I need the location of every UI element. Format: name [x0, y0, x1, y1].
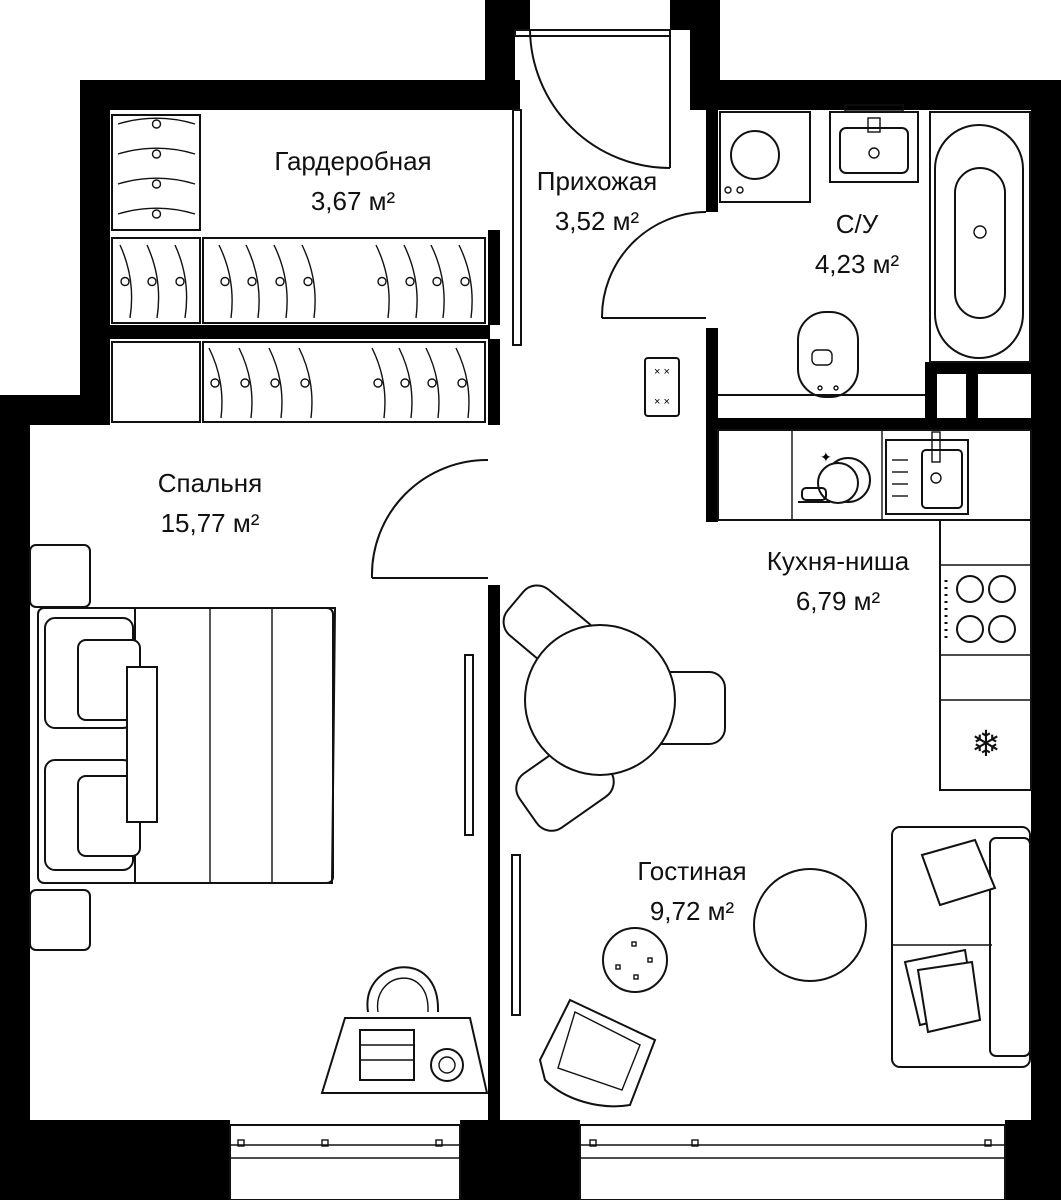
- svg-text:4,23 м²: 4,23 м²: [815, 249, 900, 279]
- bed: [37, 607, 337, 884]
- washing-machine: [719, 111, 811, 203]
- svg-text:3,52 м²: 3,52 м²: [555, 206, 640, 236]
- stove-icon: [944, 575, 1016, 643]
- room-label-bathroom: С/У 4,23 м²: [815, 209, 900, 279]
- dining-table: [502, 584, 726, 832]
- nightstand-bottom: [29, 889, 91, 951]
- room-label-bedroom: Спальня 15,77 м²: [158, 468, 262, 538]
- svg-text:Спальня: Спальня: [158, 468, 262, 498]
- wardrobe-storage: [111, 114, 486, 423]
- sofa: [891, 826, 1031, 1068]
- kitchen-counter: [717, 429, 1032, 791]
- svg-text:3,67 м²: 3,67 м²: [311, 186, 396, 216]
- svg-text:Прихожая: Прихожая: [537, 166, 657, 196]
- vanity-desk: [320, 966, 489, 1094]
- sink-icon: [829, 104, 919, 183]
- svg-text:Гостиная: Гостиная: [637, 856, 746, 886]
- entry-door[interactable]: [514, 29, 671, 169]
- svg-text:9,72 м²: 9,72 м²: [650, 896, 735, 926]
- sliding-door-bedroom[interactable]: [464, 654, 474, 836]
- room-label-living: Гостиная 9,72 м²: [637, 856, 746, 926]
- armchair: [538, 998, 657, 1108]
- coffee-table: [753, 868, 867, 982]
- svg-text:❄: ❄: [971, 724, 1001, 765]
- svg-text:Гардеробная: Гардеробная: [274, 146, 431, 176]
- svg-text:× ×: × ×: [654, 396, 670, 408]
- svg-text:6,79 м²: 6,79 м²: [796, 586, 881, 616]
- svg-text:15,77 м²: 15,77 м²: [161, 508, 260, 538]
- toilet-icon: [797, 311, 859, 398]
- room-label-hallway: Прихожая 3,52 м²: [537, 166, 657, 236]
- window-living: [579, 1124, 1006, 1200]
- bathtub-icon: [929, 111, 1031, 363]
- room-label-kitchen: Кухня-ниша 6,79 м²: [767, 546, 910, 616]
- snowflake-icon: ❄: [971, 724, 1001, 765]
- svg-text:✦: ✦: [820, 450, 832, 466]
- sliding-door-wardrobe[interactable]: [512, 109, 522, 346]
- sliding-door-living[interactable]: [511, 854, 521, 1016]
- dishes-icon: ✦: [798, 450, 871, 504]
- bedroom-door[interactable]: [370, 458, 489, 579]
- pouf: [602, 927, 668, 993]
- nightstand-top: [29, 544, 91, 608]
- window-bedroom: [229, 1124, 461, 1200]
- bathroom-door[interactable]: [600, 211, 707, 319]
- hanger-icon: [117, 117, 473, 419]
- svg-text:Кухня-ниша: Кухня-ниша: [767, 546, 910, 576]
- svg-text:С/У: С/У: [836, 209, 879, 239]
- svg-text:× ×: × ×: [654, 366, 670, 378]
- electrical-panel: × × × ×: [644, 357, 680, 417]
- room-label-wardrobe: Гардеробная 3,67 м²: [274, 146, 431, 216]
- kitchen-sink: [885, 431, 969, 515]
